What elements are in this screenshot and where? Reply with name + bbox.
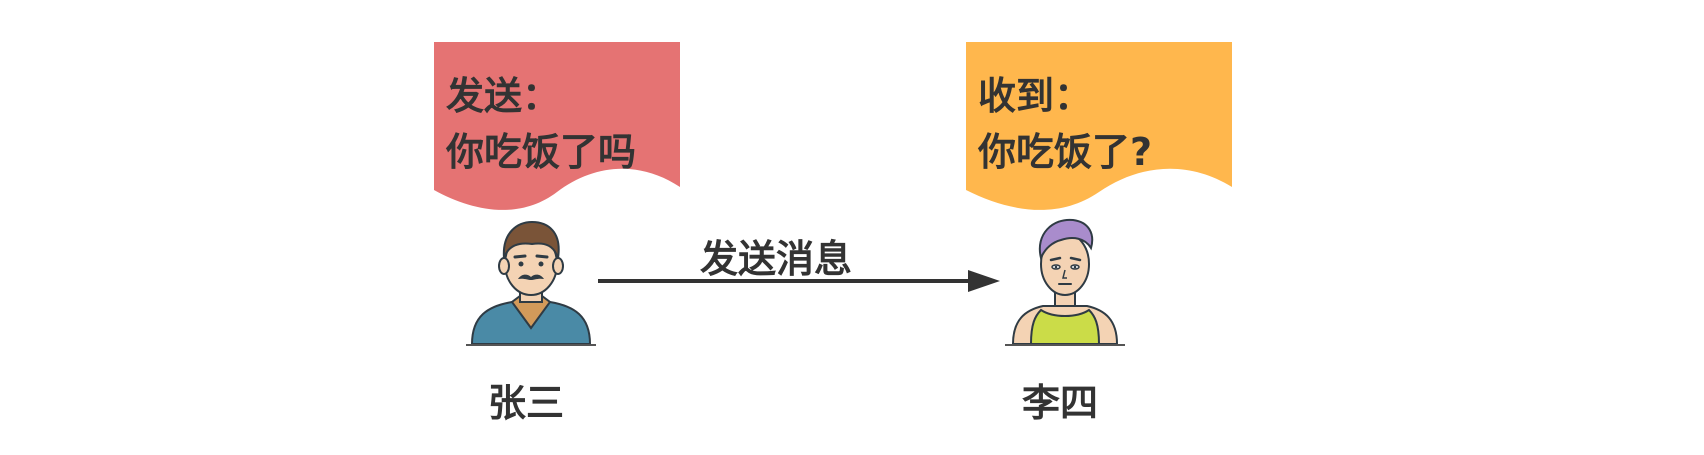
receiver-note-text: 收到： 你吃饭了? bbox=[978, 68, 1152, 180]
sender-name: 张三 bbox=[488, 381, 565, 425]
receiver-name: 李四 bbox=[1022, 381, 1099, 425]
sender-note: 发送： 你吃饭了吗 bbox=[434, 42, 680, 212]
send-message-arrow bbox=[596, 266, 1002, 296]
sender-note-message: 你吃饭了吗 bbox=[446, 130, 637, 174]
arrow-right-icon bbox=[598, 270, 1000, 292]
receiver-note-title: 收到： bbox=[978, 74, 1093, 118]
sender-person bbox=[466, 212, 596, 346]
sender-note-text: 发送： 你吃饭了吗 bbox=[446, 68, 636, 180]
woman-avatar-icon bbox=[1005, 218, 1125, 346]
receiver-note: 收到： 你吃饭了? bbox=[966, 42, 1232, 212]
receiver-person bbox=[1005, 212, 1125, 346]
arrow-label: 发送消息 bbox=[700, 237, 853, 281]
receiver-note-shape bbox=[966, 42, 1232, 210]
sender-note-title: 发送： bbox=[446, 74, 561, 118]
man-avatar-icon bbox=[466, 220, 596, 346]
sender-note-shape bbox=[434, 42, 680, 210]
receiver-note-message: 你吃饭了? bbox=[978, 130, 1153, 174]
